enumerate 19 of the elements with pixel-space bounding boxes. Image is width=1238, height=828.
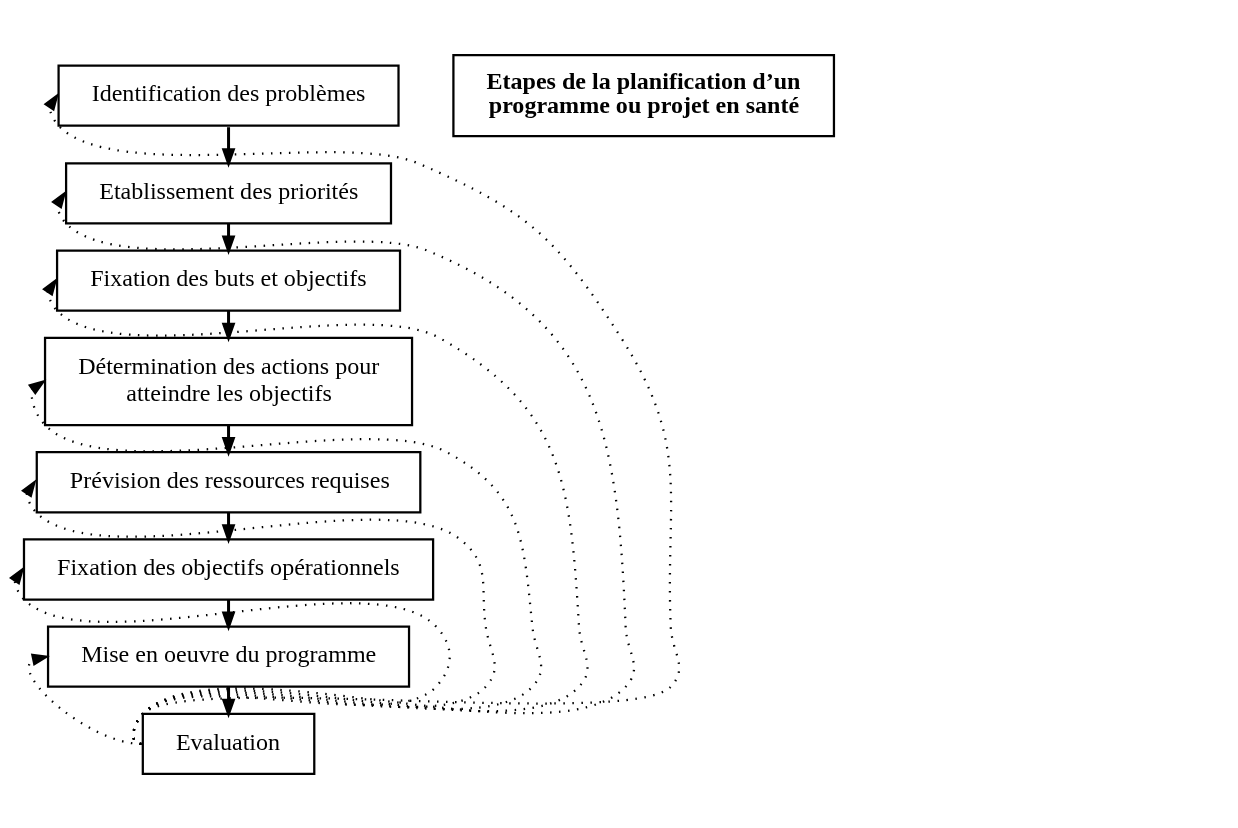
arrow <box>9 566 451 745</box>
node-box: Fixation des buts et objectifs <box>55 248 402 312</box>
node-box: Mise en oeuvre du programme <box>46 624 411 688</box>
arrow <box>221 126 236 168</box>
node-box: Identification des problèmes <box>57 63 400 127</box>
arrow <box>28 653 142 745</box>
arrow <box>27 378 543 745</box>
arrow <box>221 223 236 255</box>
arrow <box>221 511 236 544</box>
node-box: Etapes de la planification d’un programme ou projet en santé <box>452 53 836 137</box>
arrow <box>221 599 236 631</box>
arrow <box>221 310 236 342</box>
node-box: Etablissement des priorités <box>64 161 393 225</box>
node-box: Détermination des actions pour atteindre les objectifs <box>43 336 414 426</box>
node-box: Evaluation <box>141 712 316 775</box>
arrow <box>221 424 236 457</box>
arrow <box>21 478 496 745</box>
node-box: Fixation des objectifs opérationnels <box>22 537 435 601</box>
node-box: Prévision des ressources requises <box>35 450 422 513</box>
